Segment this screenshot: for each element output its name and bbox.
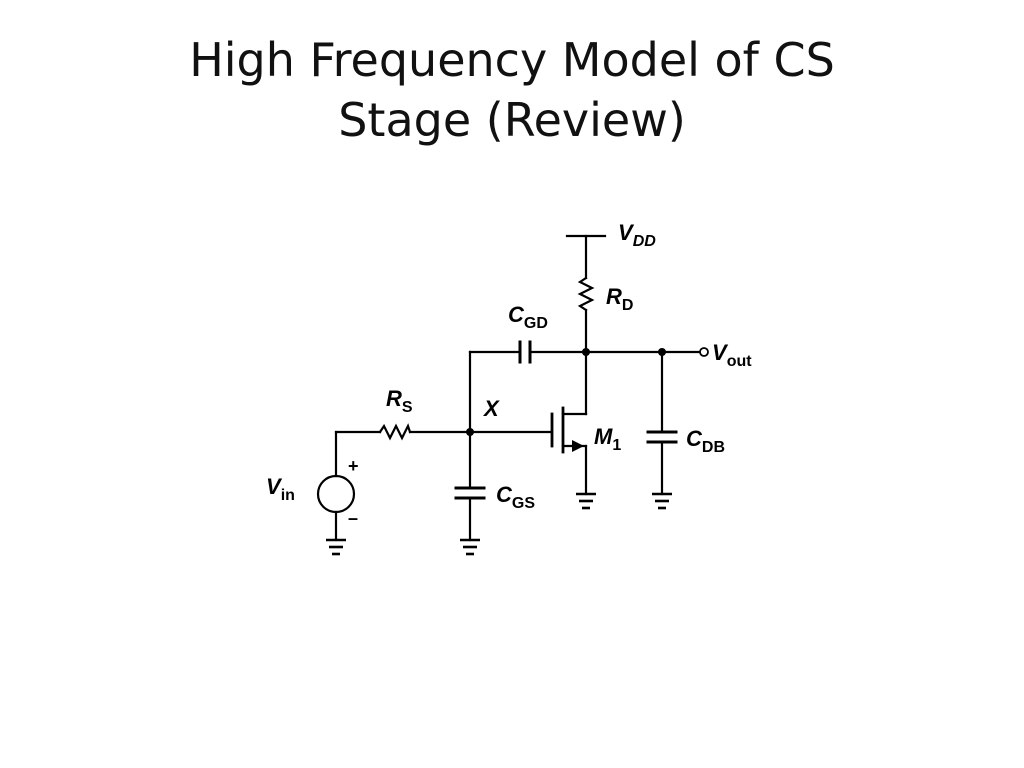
rs-resistor [378, 423, 412, 441]
slide-title-line-1: High Frequency Model of CS [189, 33, 835, 87]
label-cdb: CDB [686, 426, 725, 456]
m1-source-arrow [572, 440, 584, 452]
slide-title: High Frequency Model of CS Stage (Review… [0, 30, 1024, 150]
junction-cdb [658, 348, 666, 356]
label-rd: RD [606, 284, 633, 314]
slide-title-line-2: Stage (Review) [338, 93, 686, 147]
ground-icon-cdb [652, 492, 672, 510]
ground-icon-cgs [460, 538, 480, 556]
ground-icon-vin [326, 538, 346, 556]
label-cgd: CGD [508, 302, 548, 332]
label-m1: M1 [594, 424, 621, 454]
label-vin-plus: + [348, 456, 359, 476]
label-cgs: CGS [496, 482, 535, 512]
junction-x [466, 428, 474, 436]
vout-terminal [699, 347, 709, 357]
label-vdd: VDD [618, 220, 656, 250]
label-rs: RS [386, 386, 413, 416]
label-node-x: X [482, 396, 500, 421]
junction-drain [582, 348, 590, 356]
vin-source [316, 474, 356, 514]
label-vout: Vout [712, 340, 752, 370]
label-vin-minus: – [348, 508, 358, 528]
ground-icon-m1 [576, 492, 596, 510]
rd-resistor [577, 276, 595, 312]
label-vin: Vin [266, 474, 295, 504]
